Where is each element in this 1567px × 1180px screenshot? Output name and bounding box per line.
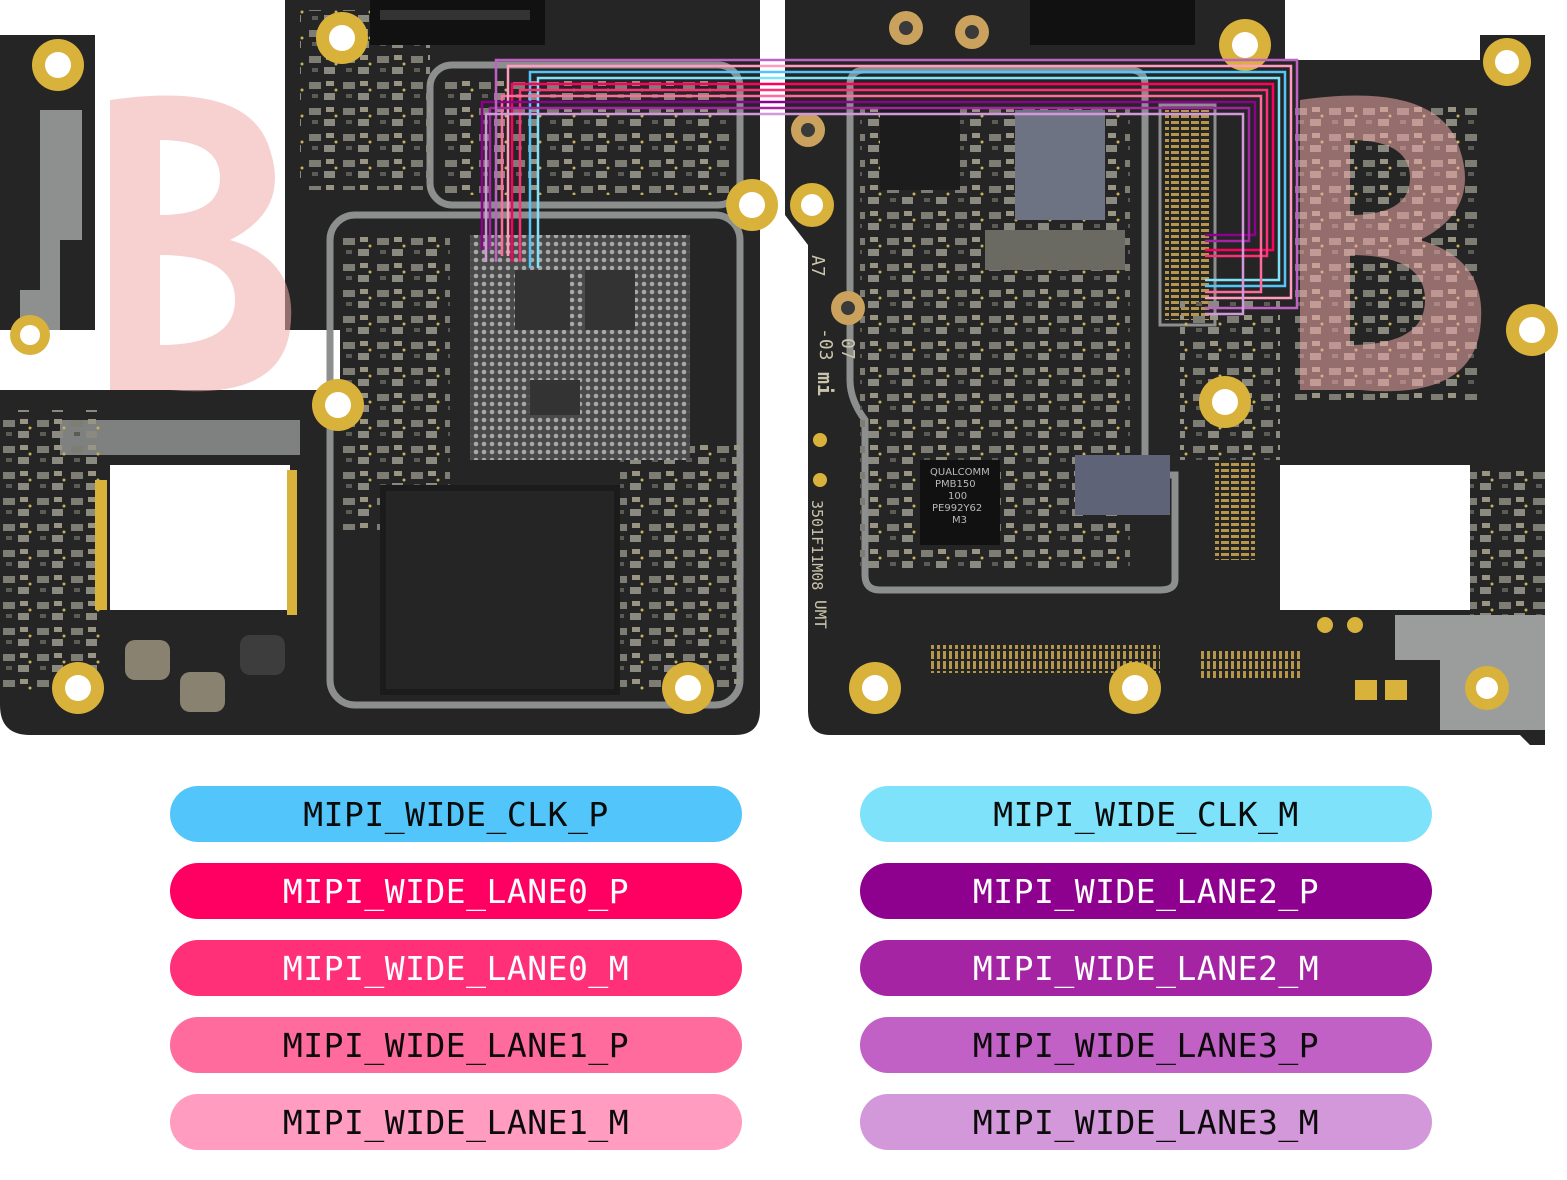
svg-text:PE992Y62: PE992Y62 [932,503,982,514]
legend-mipi-wide-lane0-p: MIPI_WIDE_LANE0_P [170,863,742,919]
left-board [0,0,778,735]
trace-lane0-p [510,82,1275,262]
silk-part-number: 3501F11M08 [808,500,826,590]
watermark-logo [110,95,1482,392]
trace-lane2-m [488,106,1251,250]
mipi-traces [480,58,1299,316]
silk-mi: mi [813,372,837,396]
legend-mipi-wide-clk-p: MIPI_WIDE_CLK_P [170,786,742,842]
trace-clk-m [536,76,1281,282]
silk-a7: A7 [807,255,828,277]
legend-mipi-wide-lane2-p: MIPI_WIDE_LANE2_P [860,863,1432,919]
trace-lane1-m [506,64,1293,300]
legend-mipi-wide-lane1-m: MIPI_WIDE_LANE1_M [170,1094,742,1150]
legend-mipi-wide-lane1-p: MIPI_WIDE_LANE1_P [170,1017,742,1073]
legend-mipi-wide-lane3-m: MIPI_WIDE_LANE3_M [860,1094,1432,1150]
trace-lane3-m [484,112,1245,316]
legend-mipi-wide-lane3-p: MIPI_WIDE_LANE3_P [860,1017,1432,1073]
svg-text:100: 100 [948,491,967,502]
silk-03: -03 [815,328,836,361]
silk-umt: UMT [811,600,830,629]
legend-mipi-wide-clk-m: MIPI_WIDE_CLK_M [860,786,1432,842]
trace-lane2-p [480,100,1257,250]
pmic-marking: QUALCOMM PMB150 100 PE992Y62 M3 [930,467,990,526]
trace-lane0-m [518,88,1269,262]
legend-mipi-wide-lane0-m: MIPI_WIDE_LANE0_M [170,940,742,996]
silk-07: 07 [837,338,858,360]
legend-mipi-wide-lane2-m: MIPI_WIDE_LANE2_M [860,940,1432,996]
trace-clk-p [528,70,1287,288]
svg-text:PMB150: PMB150 [935,479,976,490]
pcb-board-photo: A7 07 -03 mi 3501F11M08 UMT QUALCOMM PMB… [0,0,1558,745]
trace-lane3-p [494,58,1299,310]
svg-text:M3: M3 [952,515,967,526]
svg-text:QUALCOMM: QUALCOMM [930,467,990,478]
